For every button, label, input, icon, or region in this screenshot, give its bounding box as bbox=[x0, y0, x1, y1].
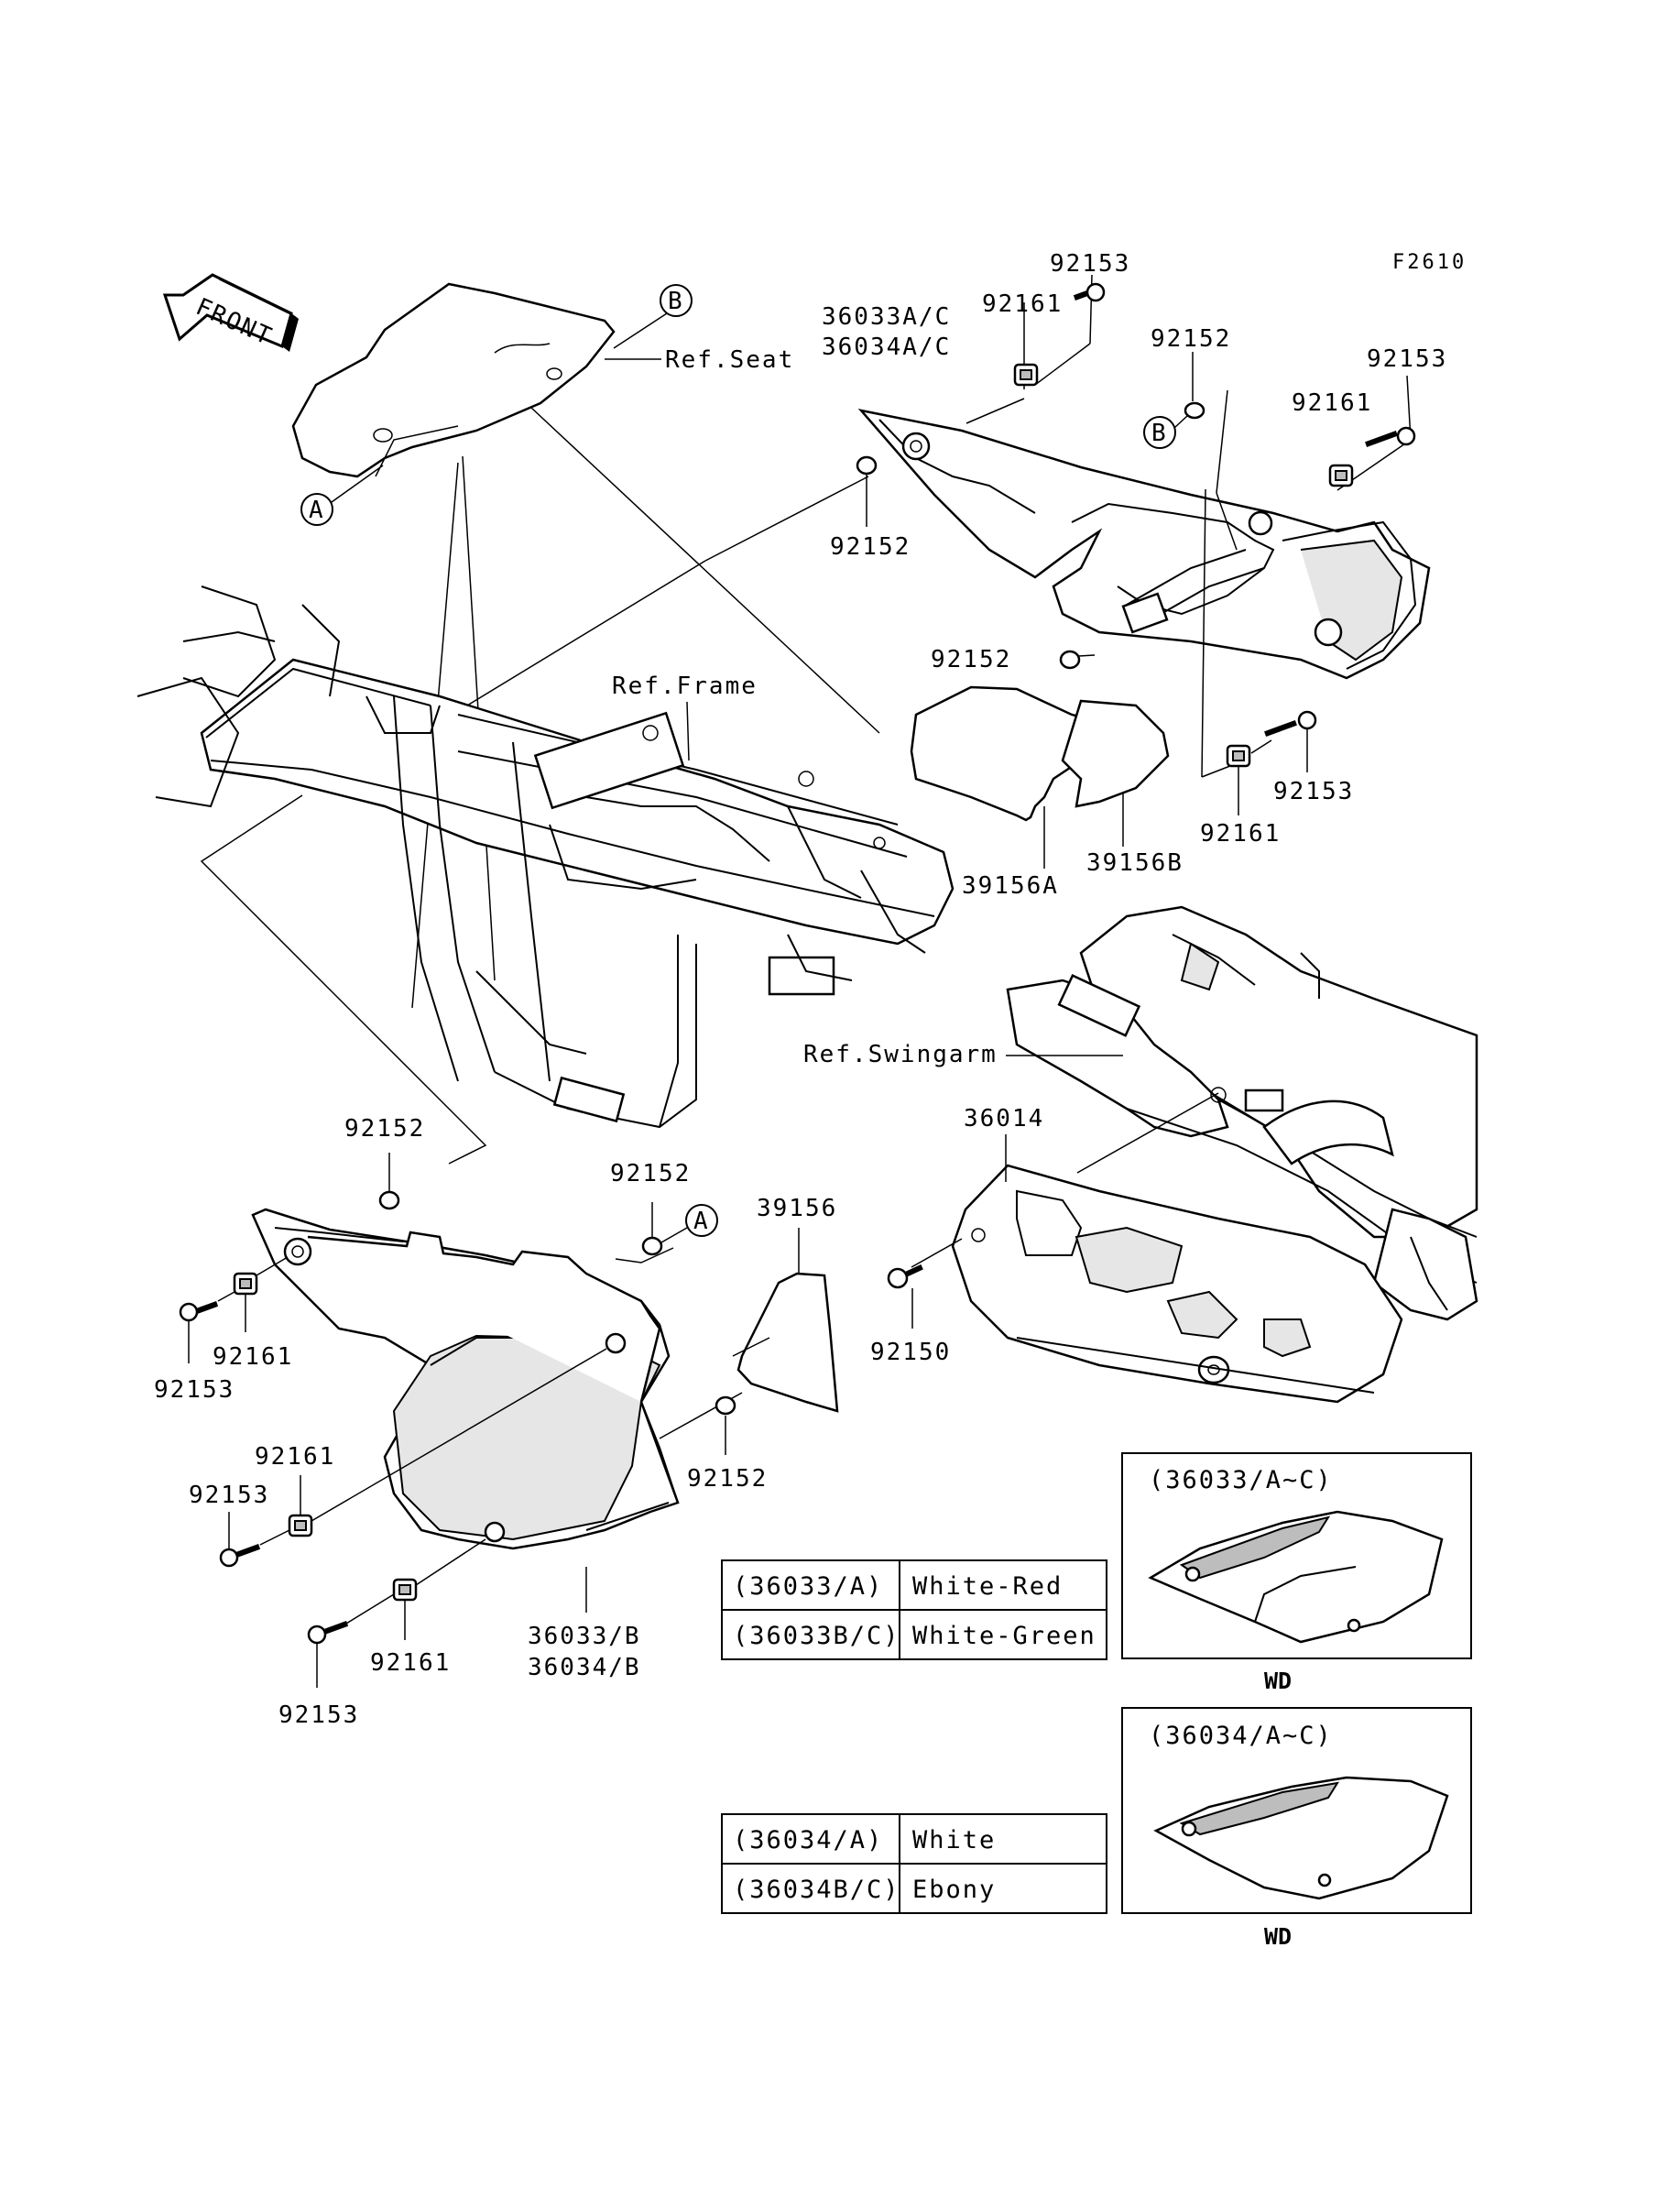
marker-a-lower: A bbox=[693, 1208, 710, 1235]
inset-title: (36034/A~C) bbox=[1149, 1722, 1333, 1750]
collar-92161-ll3 bbox=[392, 1578, 418, 1602]
figure-code: F2610 bbox=[1392, 251, 1467, 274]
grommet-92152-lower-right bbox=[715, 1395, 736, 1416]
bolt-92153-top bbox=[1073, 282, 1106, 302]
label-92152-left: 92152 bbox=[830, 533, 911, 561]
label-92153-ll2: 92153 bbox=[189, 1482, 269, 1509]
bolt-92153-ll2 bbox=[219, 1544, 261, 1568]
ref-swingarm-label: Ref.Swingarm bbox=[803, 1041, 998, 1068]
chain-guard-36014 bbox=[951, 1164, 1403, 1404]
seat-reference bbox=[291, 282, 616, 478]
table-cell-code: (36034B/C) bbox=[733, 1876, 900, 1904]
table-cell-color: White-Green bbox=[912, 1622, 1096, 1650]
pad-39156 bbox=[736, 1272, 839, 1413]
swingarm-reference bbox=[1006, 905, 1478, 1321]
grommet-92152-top bbox=[1184, 401, 1205, 420]
table-cell-color: Ebony bbox=[912, 1876, 996, 1904]
grommet-92152-lower-left bbox=[378, 1190, 400, 1210]
marker-b-top: B bbox=[668, 288, 684, 315]
label-92161-right: 92161 bbox=[1292, 389, 1372, 417]
table-cell-code: (36034/A) bbox=[733, 1826, 883, 1854]
label-39156: 39156 bbox=[757, 1195, 837, 1222]
label-92161-ll2: 92161 bbox=[255, 1443, 335, 1471]
label-92161-ll1: 92161 bbox=[213, 1343, 293, 1371]
label-92153-top: 92153 bbox=[1050, 250, 1130, 278]
table-cell-color: White bbox=[912, 1826, 996, 1854]
label-92150: 92150 bbox=[870, 1339, 951, 1366]
grommet-92152-mid bbox=[1059, 650, 1081, 670]
color-table-36034: (36034/A) White (36034B/C) Ebony bbox=[721, 1813, 1107, 1914]
inset-caption: WD bbox=[1264, 1668, 1292, 1694]
bolt-92150 bbox=[887, 1264, 923, 1289]
side-cover-lower bbox=[251, 1208, 680, 1550]
ref-seat-label: Ref.Seat bbox=[665, 346, 794, 374]
color-table-36033: (36033/A) White-Red (36033B/C) White-Gre… bbox=[721, 1559, 1107, 1660]
table-cell-color: White-Red bbox=[912, 1572, 1063, 1601]
label-92152-top: 92152 bbox=[1151, 325, 1231, 353]
inset-36033: (36033/A~C) WD bbox=[1121, 1452, 1472, 1694]
label-92161-ll3: 92161 bbox=[370, 1649, 451, 1677]
inset-36034: (36034/A~C) WD bbox=[1121, 1707, 1472, 1950]
side-cover-upper bbox=[857, 409, 1431, 680]
grommet-92152-left bbox=[856, 455, 878, 476]
bolt-92153-ll3 bbox=[307, 1621, 349, 1645]
label-39156a: 39156A bbox=[962, 872, 1059, 900]
inset-title: (36033/A~C) bbox=[1149, 1466, 1333, 1494]
inset-caption: WD bbox=[1264, 1923, 1292, 1950]
label-92161-top: 92161 bbox=[982, 290, 1063, 318]
bolt-92153-ll1 bbox=[179, 1301, 219, 1322]
marker-b-right: B bbox=[1151, 420, 1168, 447]
label-92153-ll3: 92153 bbox=[278, 1701, 359, 1729]
collar-92161-right bbox=[1328, 464, 1354, 487]
bolt-92153-low bbox=[1264, 710, 1317, 737]
collar-92161-ll1 bbox=[233, 1272, 258, 1296]
front-arrow-icon: FRONT bbox=[162, 273, 299, 352]
label-36034b: 36034/B bbox=[528, 1654, 641, 1681]
marker-a-left: A bbox=[309, 497, 325, 524]
label-92152-mid: 92152 bbox=[931, 646, 1011, 673]
label-92153-right: 92153 bbox=[1367, 345, 1447, 373]
frame-reference bbox=[136, 585, 955, 1129]
bolt-92153-right bbox=[1365, 426, 1416, 447]
collar-92161-top bbox=[1013, 363, 1039, 387]
ref-frame-label: Ref.Frame bbox=[612, 673, 758, 700]
label-39156b: 39156B bbox=[1086, 849, 1184, 877]
pad-39156a bbox=[910, 685, 1111, 822]
pad-39156b bbox=[1061, 699, 1170, 808]
table-cell-code: (36033B/C) bbox=[733, 1622, 900, 1650]
grommet-92152-lower-mid bbox=[641, 1236, 663, 1256]
label-92161-low: 92161 bbox=[1200, 820, 1281, 848]
label-36034ac: 36034A/C bbox=[822, 334, 951, 361]
label-92152-lower-right: 92152 bbox=[687, 1465, 768, 1493]
label-36014: 36014 bbox=[964, 1105, 1044, 1132]
table-cell-code: (36033/A) bbox=[733, 1572, 883, 1601]
label-36033b: 36033/B bbox=[528, 1623, 641, 1650]
label-36033ac: 36033A/C bbox=[822, 303, 951, 331]
collar-92161-low bbox=[1226, 744, 1251, 768]
label-92152-lower-mid: 92152 bbox=[610, 1160, 691, 1187]
collar-92161-ll2 bbox=[288, 1514, 313, 1537]
label-92152-lower-left: 92152 bbox=[344, 1115, 425, 1143]
label-92153-ll1: 92153 bbox=[154, 1376, 235, 1404]
label-92153-low: 92153 bbox=[1273, 778, 1354, 805]
